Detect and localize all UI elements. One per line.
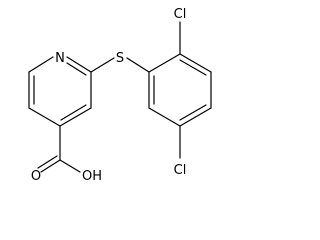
bond-c2-s [90,57,115,73]
atom-label-oxygen: O [31,169,41,184]
bond-a5-a6 [148,107,181,127]
bond-a1-a2 [148,53,181,73]
bond-carboxyl-o [40,159,61,173]
atom-label-nitrogen: N [55,51,65,66]
bond-c4-c3 [59,107,92,127]
atom-label-hydroxyl: OH [82,169,102,184]
bond-carboxyl-oh [59,159,81,173]
bond-a4-a5 [179,107,212,127]
structure-drawing: N S Cl Cl O OH [28,7,212,184]
atom-label-chlorine-ortho: Cl [174,7,187,22]
bond-s-aryl [126,57,150,73]
bond-a4-a5-inner [179,104,207,121]
bond-lines [28,21,212,173]
bond-a2-a3-inner [179,59,207,76]
atom-labels: N S Cl Cl O OH [31,7,186,184]
bond-c5-c4 [28,107,61,127]
chemical-structure: N S Cl Cl O OH [28,7,212,184]
bond-c4-c3-inner [60,104,87,121]
atom-label-chlorine-meta: Cl [174,163,187,178]
bond-c2-n [66,56,92,73]
bond-c2-n-inner [66,62,87,76]
atom-label-sulfur: S [116,51,124,66]
bond-n-c6 [28,56,54,73]
bond-carboxyl-o-second [37,155,58,169]
bond-a2-a3 [179,53,212,73]
